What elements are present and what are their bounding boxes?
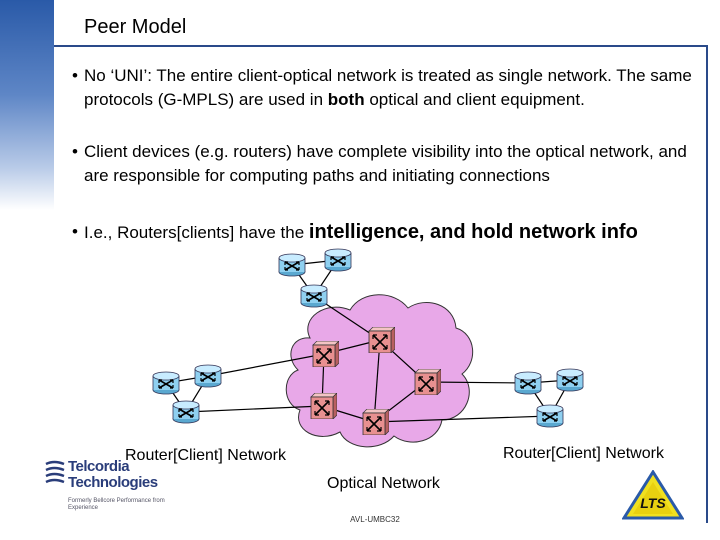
slide-footer: AVL-UMBC32 bbox=[350, 515, 400, 524]
link bbox=[373, 339, 381, 423]
label-right-client-network: Router[Client] Network bbox=[503, 445, 664, 462]
label-optical-network: Optical Network bbox=[327, 475, 440, 492]
slide-title: Peer Model bbox=[84, 16, 187, 38]
link bbox=[373, 415, 551, 423]
bullet-dot-icon: • bbox=[72, 142, 78, 161]
logo-line-2: Technologies bbox=[68, 474, 158, 491]
optical-switch-icon bbox=[310, 393, 337, 419]
bullet-3: • I.e., Routers[clients] have the intell… bbox=[72, 218, 702, 247]
bullet-1: • No ‘UNI’: The entire client-optical ne… bbox=[72, 64, 702, 112]
lts-badge-text: LTS bbox=[640, 495, 666, 511]
lts-badge-icon: LTS bbox=[622, 470, 684, 520]
title-rule bbox=[54, 45, 706, 47]
bullet-2-text: Client devices (e.g. routers) have compl… bbox=[84, 142, 687, 185]
logo-tagline: Formerly Bellcore Performance from Exper… bbox=[68, 498, 165, 511]
optical-switch-icon bbox=[362, 409, 389, 435]
router-icon bbox=[300, 284, 328, 308]
bullet-3-text-a: I.e., Routers[clients] have the bbox=[84, 223, 309, 242]
router-icon bbox=[278, 253, 306, 277]
optical-switch-icon bbox=[368, 327, 395, 353]
bullet-1-text-b: optical and client equipment. bbox=[364, 90, 585, 109]
right-rule bbox=[706, 45, 708, 523]
telcordia-logo: Telcordia Technologies Formerly Bellcore… bbox=[44, 458, 184, 518]
router-icon bbox=[172, 400, 200, 424]
bullet-2: • Client devices (e.g. routers) have com… bbox=[72, 140, 702, 188]
router-icon bbox=[556, 368, 584, 392]
optical-switch-icon bbox=[312, 341, 339, 367]
link bbox=[185, 405, 323, 413]
router-icon bbox=[324, 248, 352, 272]
telcordia-mark-icon bbox=[45, 460, 65, 484]
router-icon bbox=[194, 364, 222, 388]
router-icon bbox=[152, 371, 180, 395]
bullet-1-text-a: No ‘UNI’: The entire client-optical netw… bbox=[84, 66, 692, 109]
optical-switch-icon bbox=[414, 369, 441, 395]
bullet-dot-icon: • bbox=[72, 66, 78, 85]
router-icon bbox=[514, 371, 542, 395]
link bbox=[207, 353, 325, 377]
left-accent-bar bbox=[0, 0, 54, 210]
label-left-client-network: Router[Client] Network bbox=[125, 447, 286, 464]
link bbox=[425, 381, 529, 384]
router-icon bbox=[536, 404, 564, 428]
bullet-dot-icon: • bbox=[72, 222, 78, 241]
bullet-3-emphasis: intelligence, and hold network info bbox=[308, 221, 638, 243]
logo-line-1: Telcordia bbox=[68, 458, 130, 475]
bullet-1-bold: both bbox=[327, 90, 365, 109]
